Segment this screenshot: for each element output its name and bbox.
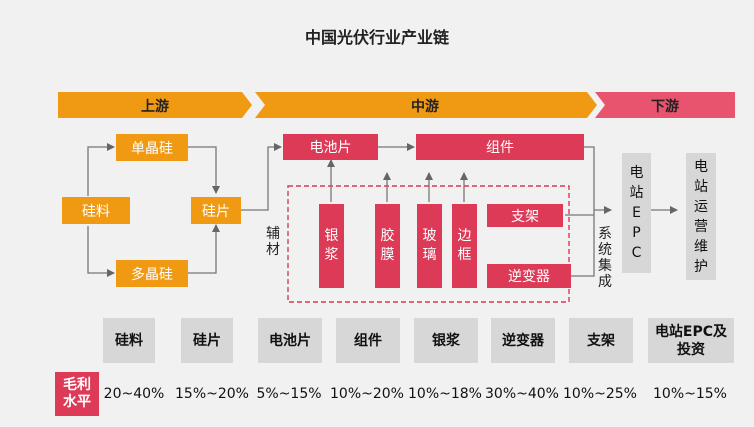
stage-chevron-midstream <box>255 92 597 118</box>
label-auxiliary: 辅材 <box>264 226 282 258</box>
margin-header-cell: 支架 <box>569 318 633 363</box>
vertical-char: 胶 <box>380 228 395 244</box>
margin-header-cell: 电池片 <box>258 318 322 363</box>
stage-label-downstream: 下游 <box>651 99 679 115</box>
vertical-char: 璃 <box>422 247 437 263</box>
auxiliary-dashed-frame <box>287 185 570 303</box>
node-wafer: 硅片 <box>191 197 241 224</box>
node-om: 电站运营维护 <box>686 153 716 280</box>
vertical-char: 运 <box>694 198 708 215</box>
vertical-char: 统 <box>598 242 612 258</box>
vertical-char: 护 <box>694 258 708 275</box>
vertical-char: P <box>632 225 641 241</box>
margin-header-cell: 逆变器 <box>491 318 555 363</box>
vertical-char: 边 <box>457 228 472 244</box>
arrow-poly-to-wafer <box>188 224 220 274</box>
vertical-char: 系 <box>598 226 612 242</box>
vertical-char: 银 <box>324 228 339 244</box>
margin-row-label: 毛利水平 <box>55 372 99 416</box>
margin-value-cell: 15%~20% <box>175 386 249 402</box>
arrow-wafer-to-cell <box>241 143 282 211</box>
vertical-char: E <box>632 205 641 221</box>
arrow-mono-to-wafer <box>188 146 220 194</box>
node-poly-silicon: 多晶硅 <box>116 260 188 287</box>
margin-value-cell: 5%~15% <box>256 386 322 402</box>
vertical-char: 辅 <box>266 226 280 242</box>
vertical-char: 材 <box>266 242 280 258</box>
vertical-char: 站 <box>694 178 708 195</box>
stage-label-midstream: 中游 <box>411 99 439 115</box>
label-system-integration: 系统集成 <box>596 226 614 290</box>
stage-label-upstream: 上游 <box>141 99 169 115</box>
margin-value-cell: 10%~20% <box>330 386 404 402</box>
arrow-module-to-system <box>584 146 595 210</box>
node-silicon-material: 硅料 <box>62 197 130 224</box>
stage-chevron-upstream <box>58 92 252 118</box>
margin-value-cell: 10%~18% <box>408 386 482 402</box>
arrow-silicon-to-mono <box>87 143 115 196</box>
margin-header-cell: 硅片 <box>181 318 233 363</box>
node-film: 胶膜 <box>375 204 400 288</box>
vertical-char: 成 <box>598 274 612 290</box>
vertical-char: 电 <box>629 165 644 181</box>
node-cell: 电池片 <box>283 134 378 160</box>
margin-value-cell: 10%~25% <box>563 386 637 402</box>
margin-value-cell: 20~40% <box>103 386 165 402</box>
vertical-char: 框 <box>457 247 472 263</box>
node-silver-paste: 银浆 <box>319 204 344 288</box>
arrow-silicon-to-poly <box>87 226 115 277</box>
node-module: 组件 <box>416 134 584 160</box>
vertical-char: 膜 <box>380 247 395 263</box>
margin-header-cell: 硅料 <box>103 318 155 363</box>
stage-chevron-downstream <box>595 92 735 118</box>
vertical-char: C <box>631 245 642 261</box>
margin-header-cell: 组件 <box>336 318 400 363</box>
margin-value-cell: 10%~15% <box>653 386 727 402</box>
page-title: 中国光伏行业产业链 <box>304 28 449 47</box>
vertical-char: 集 <box>598 258 612 274</box>
vertical-char: 浆 <box>324 247 339 263</box>
arrow-inverter-to-system <box>571 210 595 277</box>
node-mount: 支架 <box>487 204 563 227</box>
vertical-char: 电 <box>694 158 708 175</box>
margin-header-cell: 电站EPC及投资 <box>648 318 734 363</box>
vertical-char: 站 <box>629 185 644 201</box>
vertical-char: 维 <box>694 238 708 255</box>
node-mono-silicon: 单晶硅 <box>116 134 188 161</box>
node-frame: 边框 <box>452 204 477 288</box>
node-glass: 玻璃 <box>417 204 442 288</box>
vertical-char: 玻 <box>422 228 437 244</box>
node-inverter: 逆变器 <box>487 264 571 288</box>
margin-header-cell: 银浆 <box>414 318 478 363</box>
vertical-char: 营 <box>694 218 708 235</box>
margin-value-cell: 30%~40% <box>485 386 559 402</box>
